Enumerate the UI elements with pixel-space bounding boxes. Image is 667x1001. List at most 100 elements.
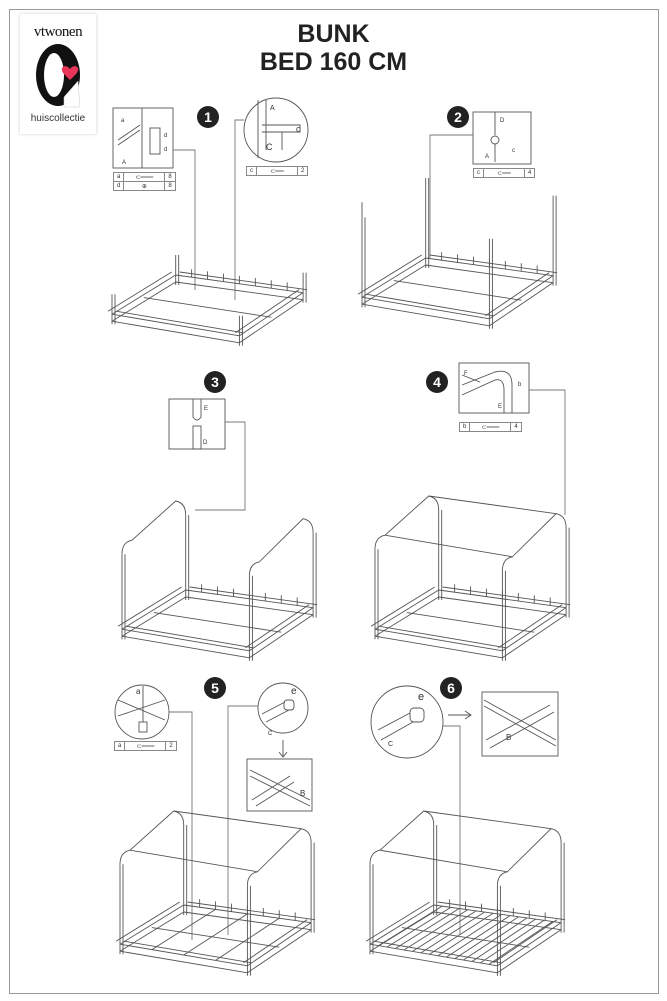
frame-line xyxy=(187,901,316,921)
table-row: d⊕8 xyxy=(112,181,176,191)
title-line-2: BED 160 CM xyxy=(259,48,408,76)
step6-bed-frame xyxy=(365,810,566,976)
step5-detail-circle: a xyxy=(114,684,170,740)
frame-line xyxy=(437,914,502,957)
frame-line xyxy=(247,922,312,967)
frame-line xyxy=(121,589,186,630)
svg-text:D: D xyxy=(203,440,208,446)
frame-line xyxy=(429,912,494,955)
frame-line xyxy=(115,310,244,334)
frame-line xyxy=(121,628,250,652)
step6-connector-circle: e C xyxy=(370,685,472,759)
frame-line xyxy=(173,810,302,830)
frame-line xyxy=(365,293,494,317)
step5-parts-table: a⊂═══2 xyxy=(113,741,177,751)
frame-line xyxy=(406,612,535,633)
frame-line xyxy=(497,929,562,974)
svg-text:E: E xyxy=(204,406,208,412)
frame-line xyxy=(247,929,312,974)
svg-text:A: A xyxy=(485,154,489,160)
frame-line xyxy=(489,282,554,327)
svg-text:e: e xyxy=(418,691,424,703)
frame-line xyxy=(374,596,439,637)
svg-text:c: c xyxy=(512,148,515,154)
frame-line xyxy=(111,313,240,337)
frame-line xyxy=(378,905,443,947)
svg-text:C: C xyxy=(388,741,393,748)
svg-text:b: b xyxy=(518,382,522,388)
step-badge-6: 6 xyxy=(440,677,462,699)
step2-detail-box: D A c xyxy=(472,111,532,165)
frame-line xyxy=(361,296,490,320)
table-row: a⊂═══2 xyxy=(113,741,177,751)
frame-curve xyxy=(246,828,312,886)
step4-detail-box: F b E xyxy=(458,362,530,414)
frame-line xyxy=(423,810,552,830)
frame-line xyxy=(373,940,502,964)
step4-parts-table: b⊂═══4 xyxy=(458,422,522,432)
document-title: BUNK BED 160 CM xyxy=(0,20,667,76)
page-border xyxy=(9,9,659,994)
frame-line xyxy=(361,264,426,305)
frame-line xyxy=(361,257,426,298)
frame-line xyxy=(403,909,468,951)
frame-line xyxy=(129,849,258,873)
frame-line xyxy=(249,607,314,652)
frame-curve xyxy=(374,495,440,550)
svg-text:C: C xyxy=(268,731,273,737)
frame-line xyxy=(239,292,304,337)
frame-line xyxy=(384,534,513,558)
frame-line xyxy=(183,913,248,956)
label-d: d xyxy=(164,133,167,139)
step1-detail-box: a A d d xyxy=(112,107,174,169)
frame-line xyxy=(151,927,280,948)
frame-line xyxy=(111,274,176,315)
frame-line xyxy=(370,586,435,627)
title-line-1: BUNK xyxy=(297,20,370,48)
frame-line xyxy=(374,589,439,630)
frame-line xyxy=(119,911,184,952)
frame-line xyxy=(151,909,216,950)
step5-result-box: B xyxy=(246,758,313,812)
frame-line xyxy=(111,281,176,322)
frame-line xyxy=(121,635,250,659)
frame-line xyxy=(502,607,567,652)
frame-line xyxy=(125,625,254,649)
svg-text:C: C xyxy=(296,127,301,134)
step4-bed-frame xyxy=(370,495,571,661)
step-badge-4: 4 xyxy=(426,371,448,393)
svg-text:E: E xyxy=(498,404,502,410)
frame-line xyxy=(480,919,545,964)
frame-line xyxy=(379,849,508,873)
frame-line xyxy=(369,904,434,945)
frame-curve xyxy=(501,513,567,571)
table-row: c⊂══4 xyxy=(473,168,536,178)
step2-parts-table: c⊂══4 xyxy=(473,168,536,178)
frame-line xyxy=(235,289,300,334)
table-row: c⊂══2 xyxy=(246,166,309,176)
svg-text:B: B xyxy=(506,733,511,742)
frame-line xyxy=(493,919,558,964)
frame-line xyxy=(497,922,562,967)
step-badge-5: 5 xyxy=(204,677,226,699)
brand-logo: vtwonen huiscollectie xyxy=(20,14,96,134)
step1-detail-circle: A C C xyxy=(243,97,309,163)
frame-line xyxy=(393,280,522,301)
frame-line xyxy=(369,943,498,967)
leader-lines xyxy=(169,119,566,940)
frame-curve xyxy=(369,810,435,865)
frame-line xyxy=(369,950,498,974)
frame-line xyxy=(107,271,172,312)
frame-line xyxy=(395,908,460,949)
frame-line xyxy=(115,901,180,942)
frame-line xyxy=(111,320,240,344)
frame-curve xyxy=(496,828,562,886)
heart-icon xyxy=(61,66,79,80)
svg-text:F: F xyxy=(464,371,468,377)
frame-line xyxy=(386,906,451,948)
frame-line xyxy=(420,911,485,954)
label-d: d xyxy=(164,147,167,153)
frame-line xyxy=(471,918,536,962)
label-a: a xyxy=(121,118,125,124)
step1-parts-table: a⊂═══8 d⊕8 xyxy=(112,172,176,191)
